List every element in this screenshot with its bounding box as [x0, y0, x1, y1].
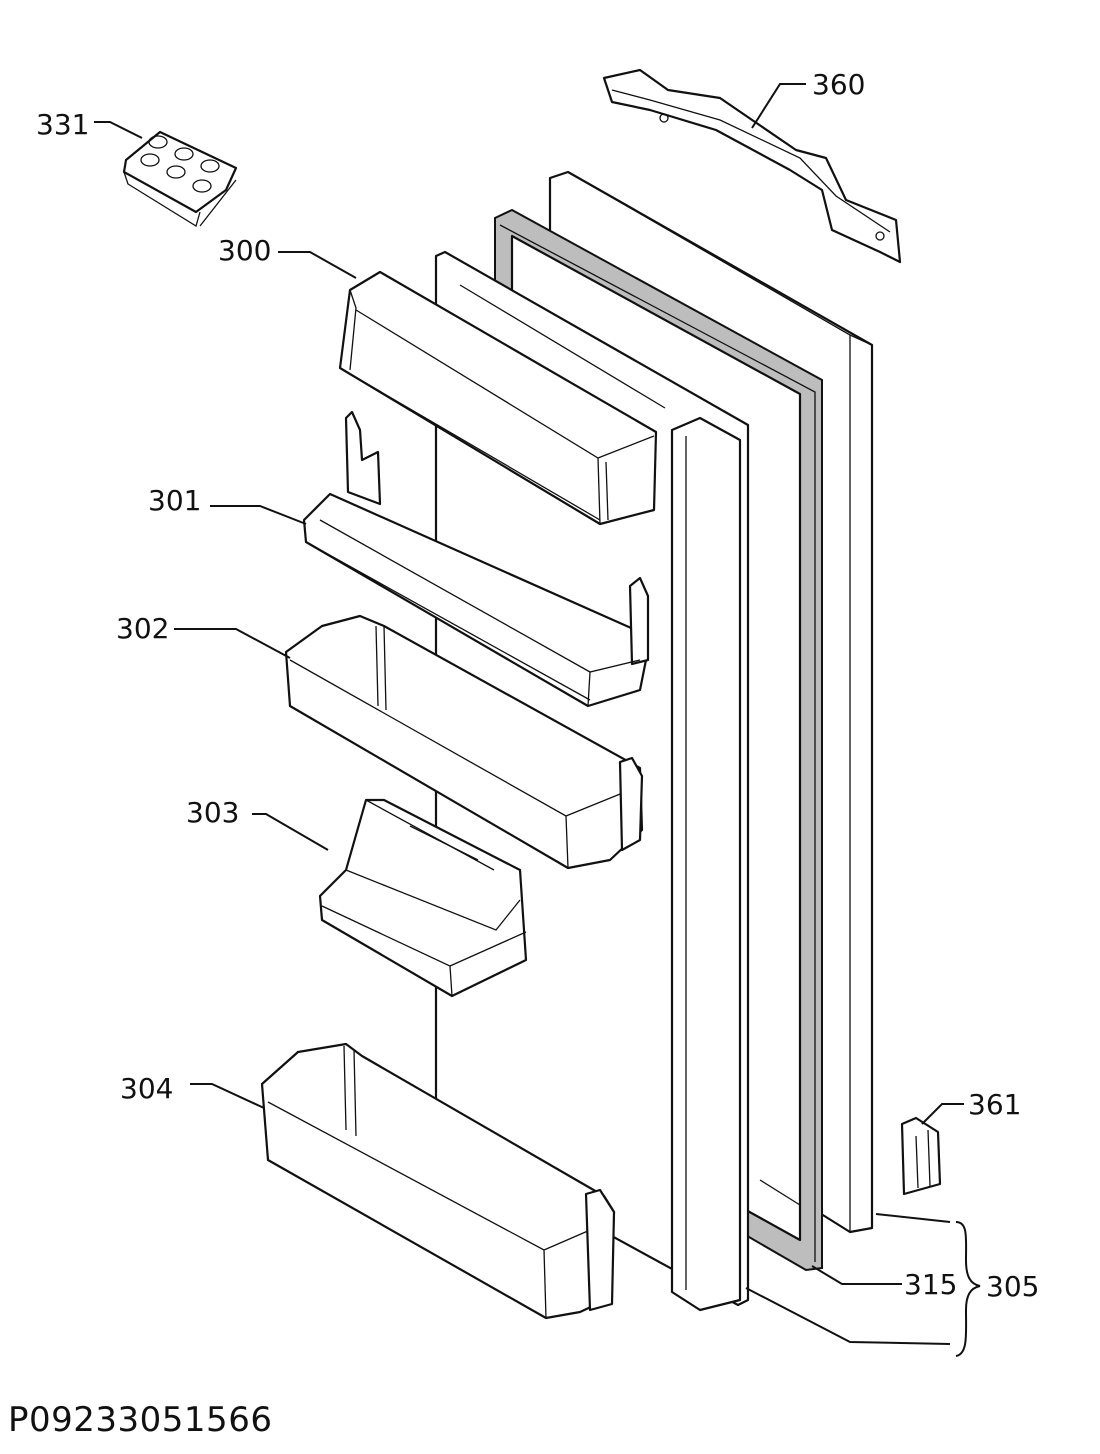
label-part-304: 304	[120, 1072, 173, 1105]
label-part-305: 305	[986, 1270, 1039, 1303]
hinge-cover	[900, 1116, 942, 1196]
label-part-302: 302	[116, 612, 169, 645]
door-shelf-upper	[302, 410, 650, 708]
leader-lines	[94, 83, 981, 1357]
label-part-331: 331	[36, 108, 89, 141]
egg-tray	[122, 130, 238, 228]
label-part-361: 361	[968, 1088, 1021, 1121]
door-shelf-bottom	[260, 1042, 616, 1320]
label-part-303: 303	[186, 796, 239, 829]
label-part-301: 301	[148, 484, 201, 517]
label-part-300: 300	[218, 234, 271, 267]
label-part-360: 360	[812, 68, 865, 101]
dairy-compartment	[338, 270, 658, 526]
door-shelf-middle	[284, 614, 644, 870]
door-bin-small	[318, 798, 528, 998]
drawing-code: P09233051566	[8, 1400, 273, 1440]
hinge-bracket-top	[602, 68, 902, 264]
label-part-315: 315	[904, 1268, 957, 1301]
